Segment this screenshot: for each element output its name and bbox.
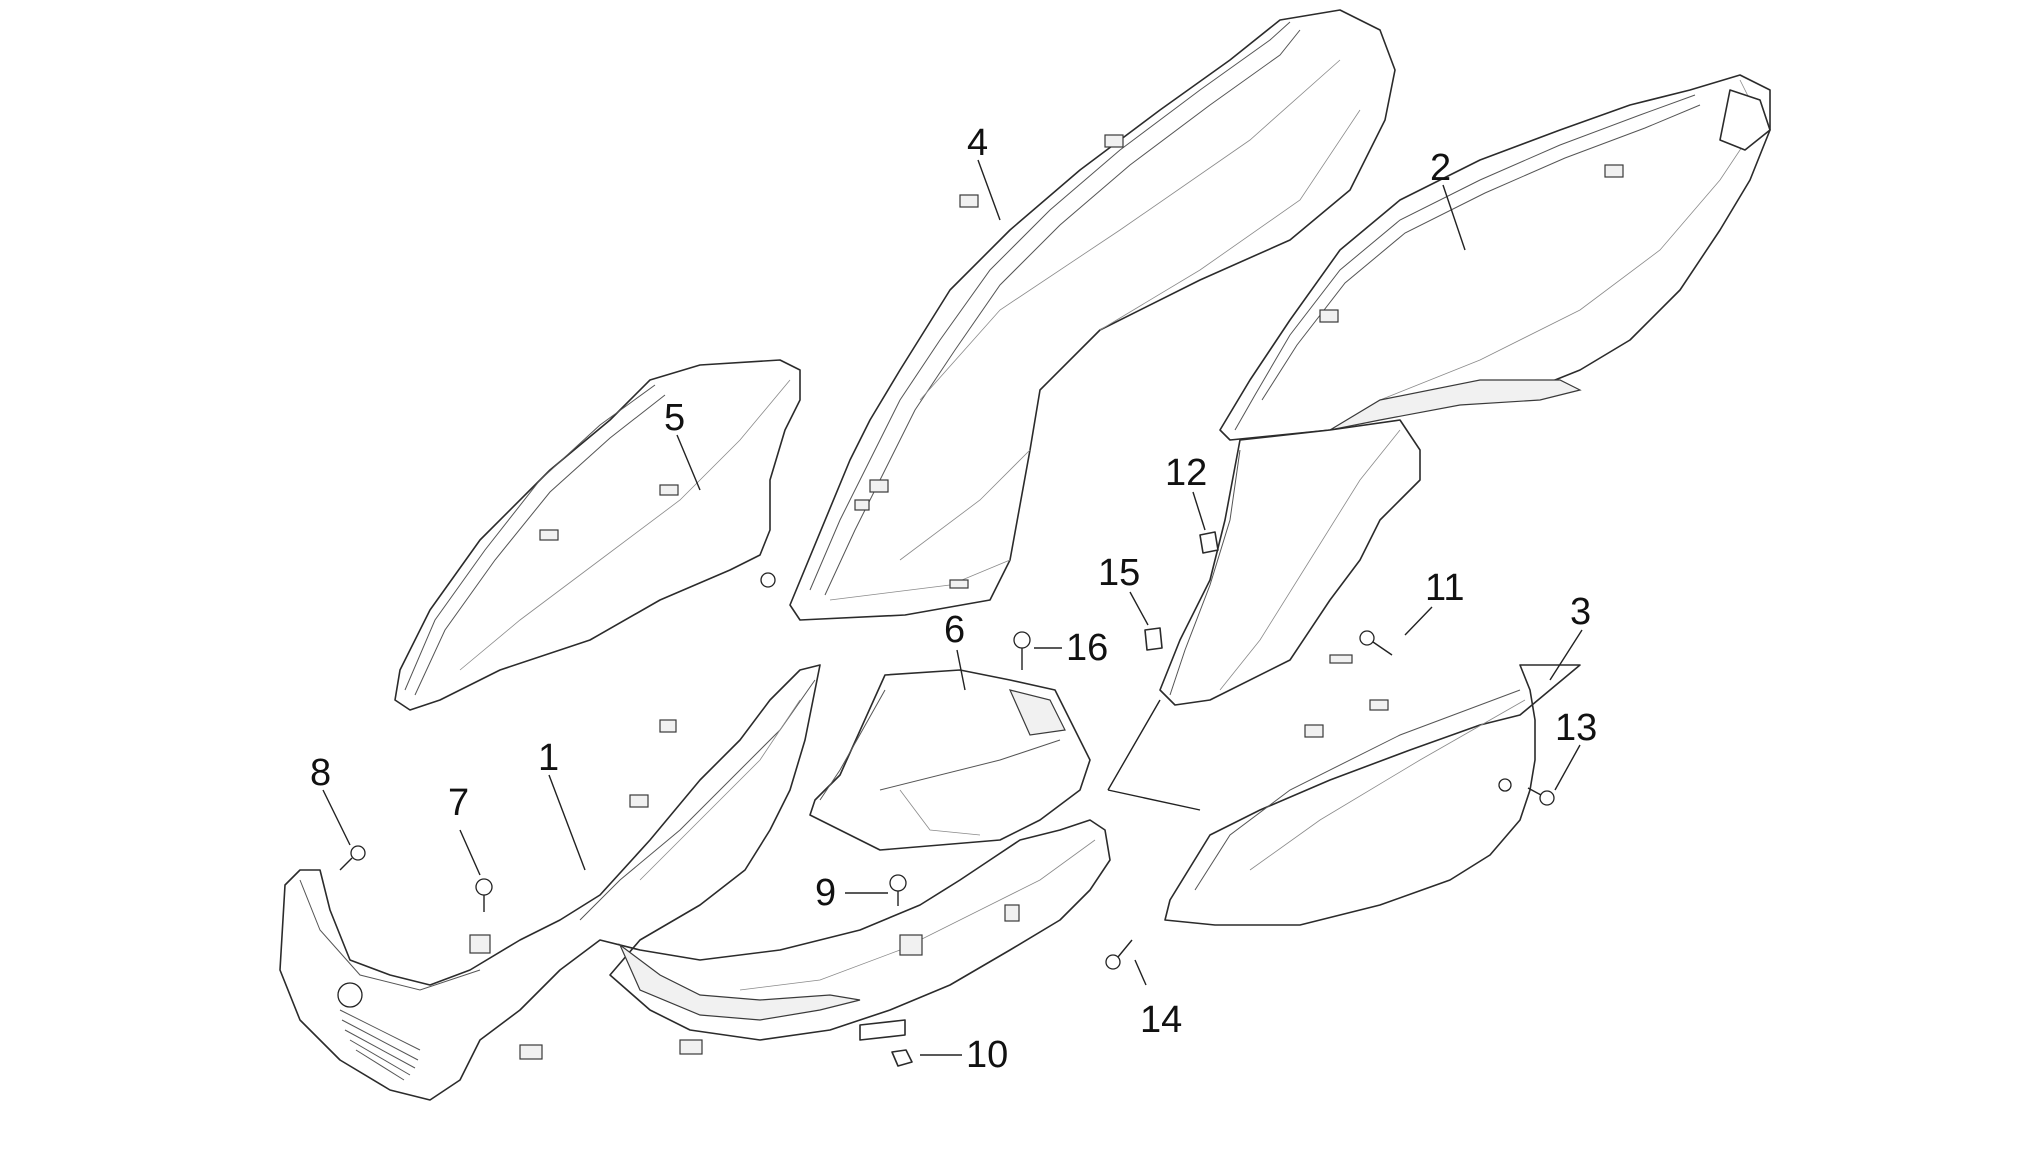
part-6-tray xyxy=(809,669,1091,851)
part-4-side-panel xyxy=(789,9,1396,621)
callout-12: 12 xyxy=(1165,452,1207,494)
callout-9: 9 xyxy=(815,872,836,914)
part-3-side-cover xyxy=(1164,664,1581,926)
screw-9 xyxy=(889,874,907,906)
part-side-cover-upper xyxy=(1159,419,1421,706)
callout-15: 15 xyxy=(1098,552,1140,594)
screw-11 xyxy=(1359,630,1393,656)
callout-6: 6 xyxy=(944,609,965,651)
callout-4: 4 xyxy=(967,122,988,164)
callout-10: 10 xyxy=(966,1034,1008,1076)
callout-5: 5 xyxy=(664,397,685,439)
callout-leaders xyxy=(322,159,1583,1056)
callout-2: 2 xyxy=(1430,147,1451,189)
callout-8: 8 xyxy=(310,752,331,794)
part-12-clip xyxy=(1199,531,1219,554)
screw-7 xyxy=(475,878,493,912)
callout-7: 7 xyxy=(448,782,469,824)
callout-14: 14 xyxy=(1140,999,1182,1041)
screw-14 xyxy=(1105,939,1133,970)
vent-grille xyxy=(339,1009,421,1081)
screw-16 xyxy=(1013,631,1031,670)
callout-13: 13 xyxy=(1555,707,1597,749)
callout-labels: 1 2 3 4 5 6 7 8 9 10 11 12 13 14 15 16 xyxy=(310,122,1597,1076)
screw-13 xyxy=(1527,787,1555,806)
part-15-clip xyxy=(1144,627,1163,651)
callout-1: 1 xyxy=(538,737,559,779)
callout-16: 16 xyxy=(1066,627,1108,669)
assembly-lines xyxy=(1107,699,1201,811)
part-2-side-panel xyxy=(1219,74,1771,441)
screw-8 xyxy=(339,845,366,871)
part-5-front-cover xyxy=(394,359,801,711)
callout-11: 11 xyxy=(1425,567,1464,609)
callout-3: 3 xyxy=(1570,591,1591,633)
part-10-clip xyxy=(859,1019,913,1067)
part-1-floor-panel xyxy=(279,664,1111,1101)
